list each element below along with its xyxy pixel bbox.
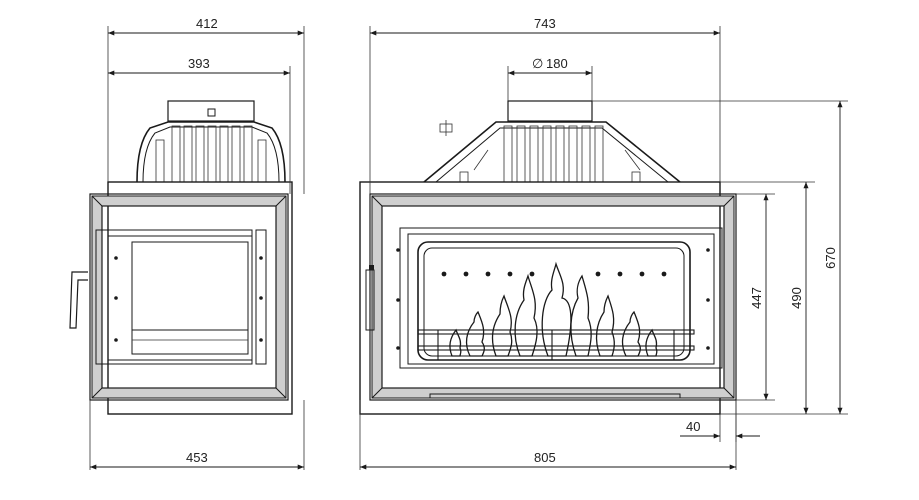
firebox-rivets xyxy=(441,271,667,277)
dim-front-447: 447 xyxy=(749,287,764,309)
side-hood xyxy=(136,100,286,183)
dim-front-805: 805 xyxy=(534,450,556,465)
dim-front-743: 743 xyxy=(534,16,556,31)
dim-side-412: 412 xyxy=(196,16,218,31)
dim-front-flue-180: 180 xyxy=(546,56,568,71)
side-dimensions xyxy=(89,26,305,470)
flue-diameter-symbol: ∅ xyxy=(532,56,543,71)
log-grate xyxy=(417,329,695,360)
side-body xyxy=(69,181,293,415)
front-view: 743 ∅ 180 805 40 447 490 670 xyxy=(359,16,848,470)
side-hood-fins xyxy=(155,125,267,183)
dim-front-40: 40 xyxy=(686,419,700,434)
dim-side-393: 393 xyxy=(188,56,210,71)
front-hood-fins xyxy=(459,125,641,183)
side-view: 412 393 453 xyxy=(69,16,305,470)
front-hood xyxy=(423,100,681,183)
front-dimensions xyxy=(359,26,848,470)
dim-front-490: 490 xyxy=(789,287,804,309)
dim-side-453: 453 xyxy=(186,450,208,465)
door-handle xyxy=(69,271,88,329)
dim-front-670: 670 xyxy=(823,247,838,269)
front-body xyxy=(359,181,737,415)
flames-illustration xyxy=(449,261,658,357)
